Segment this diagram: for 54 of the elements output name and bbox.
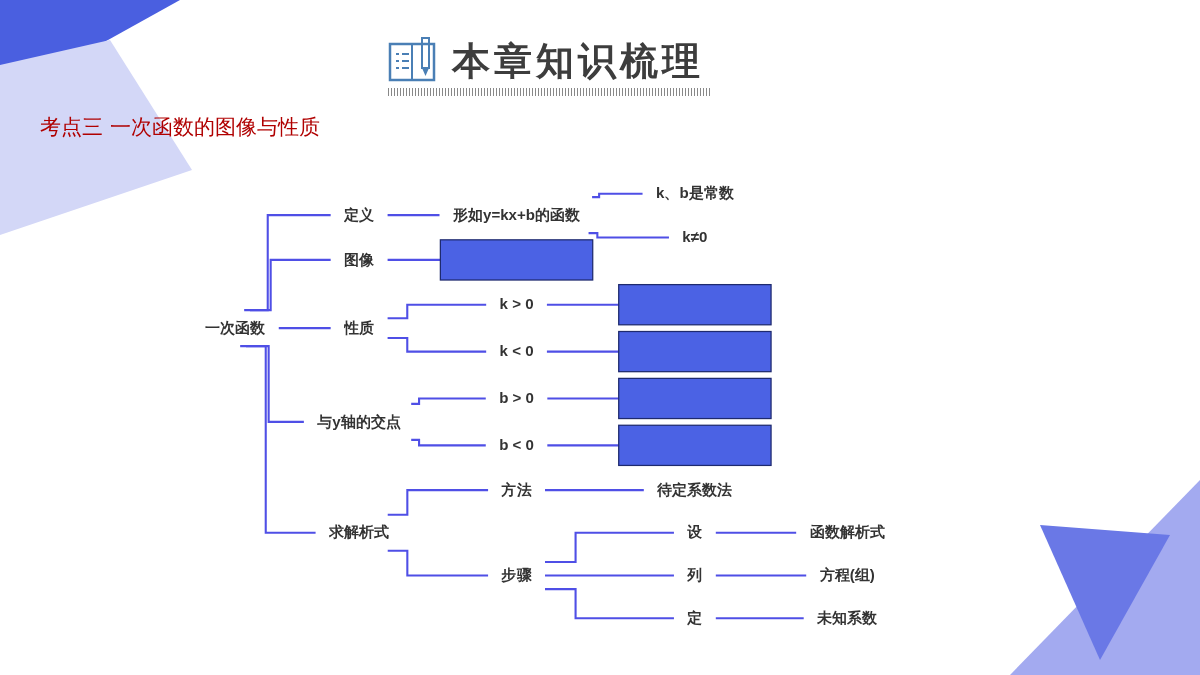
connector: [387, 336, 487, 353]
connector: [592, 192, 643, 199]
connector: [546, 303, 619, 306]
node-text: 求解析式: [328, 524, 390, 541]
connector: [411, 438, 486, 447]
connector: [715, 574, 807, 577]
node-text: 列: [687, 566, 703, 584]
page-title: 本章知识梳理: [452, 39, 704, 84]
connector: [547, 397, 619, 400]
node-text: 方法: [501, 481, 532, 499]
node-text: 函数解析式: [809, 524, 885, 541]
connector: [244, 214, 331, 312]
connector: [387, 489, 489, 516]
node-text: 形如y=kx+b的函数: [452, 206, 581, 224]
node-box: [618, 424, 772, 467]
node-text: 与y轴的交点: [317, 413, 401, 430]
connector: [545, 574, 674, 577]
connector: [546, 350, 619, 353]
connector: [240, 345, 316, 534]
node-text: k > 0: [499, 295, 534, 313]
node-text: 定: [687, 609, 703, 627]
node-box: [618, 377, 772, 420]
connector: [387, 258, 441, 261]
node-box: [618, 330, 772, 373]
connector: [715, 531, 797, 534]
node-text: k < 0: [499, 342, 534, 360]
node-text: k≠0: [682, 228, 708, 246]
node-text: 待定系数法: [657, 481, 733, 499]
connector: [387, 214, 440, 217]
node-text: 方程(组): [819, 566, 875, 584]
node-text: 未知系数: [817, 609, 878, 627]
node-text: 图像: [344, 251, 375, 268]
connector: [411, 397, 486, 405]
node-text: 设: [687, 524, 703, 541]
connector: [545, 588, 674, 620]
node-text: b < 0: [499, 436, 534, 454]
node-text: k、b是常数: [655, 185, 734, 202]
node-text: 一次函数: [205, 319, 266, 337]
connector: [715, 617, 804, 620]
connector: [545, 489, 644, 492]
connector: [278, 327, 331, 330]
connector: [387, 303, 487, 320]
node-text: 步骤: [501, 566, 532, 584]
connector: [588, 232, 669, 239]
node-text: b > 0: [499, 389, 534, 407]
section-heading: 考点三 一次函数的图像与性质: [40, 114, 320, 141]
connector: [545, 531, 674, 563]
connector: [387, 549, 489, 577]
node-box: [618, 284, 772, 326]
connector: [250, 258, 331, 312]
connector: [547, 444, 619, 447]
node-text: 定义: [344, 206, 375, 224]
node-box: [439, 239, 594, 281]
node-text: 性质: [344, 319, 375, 337]
